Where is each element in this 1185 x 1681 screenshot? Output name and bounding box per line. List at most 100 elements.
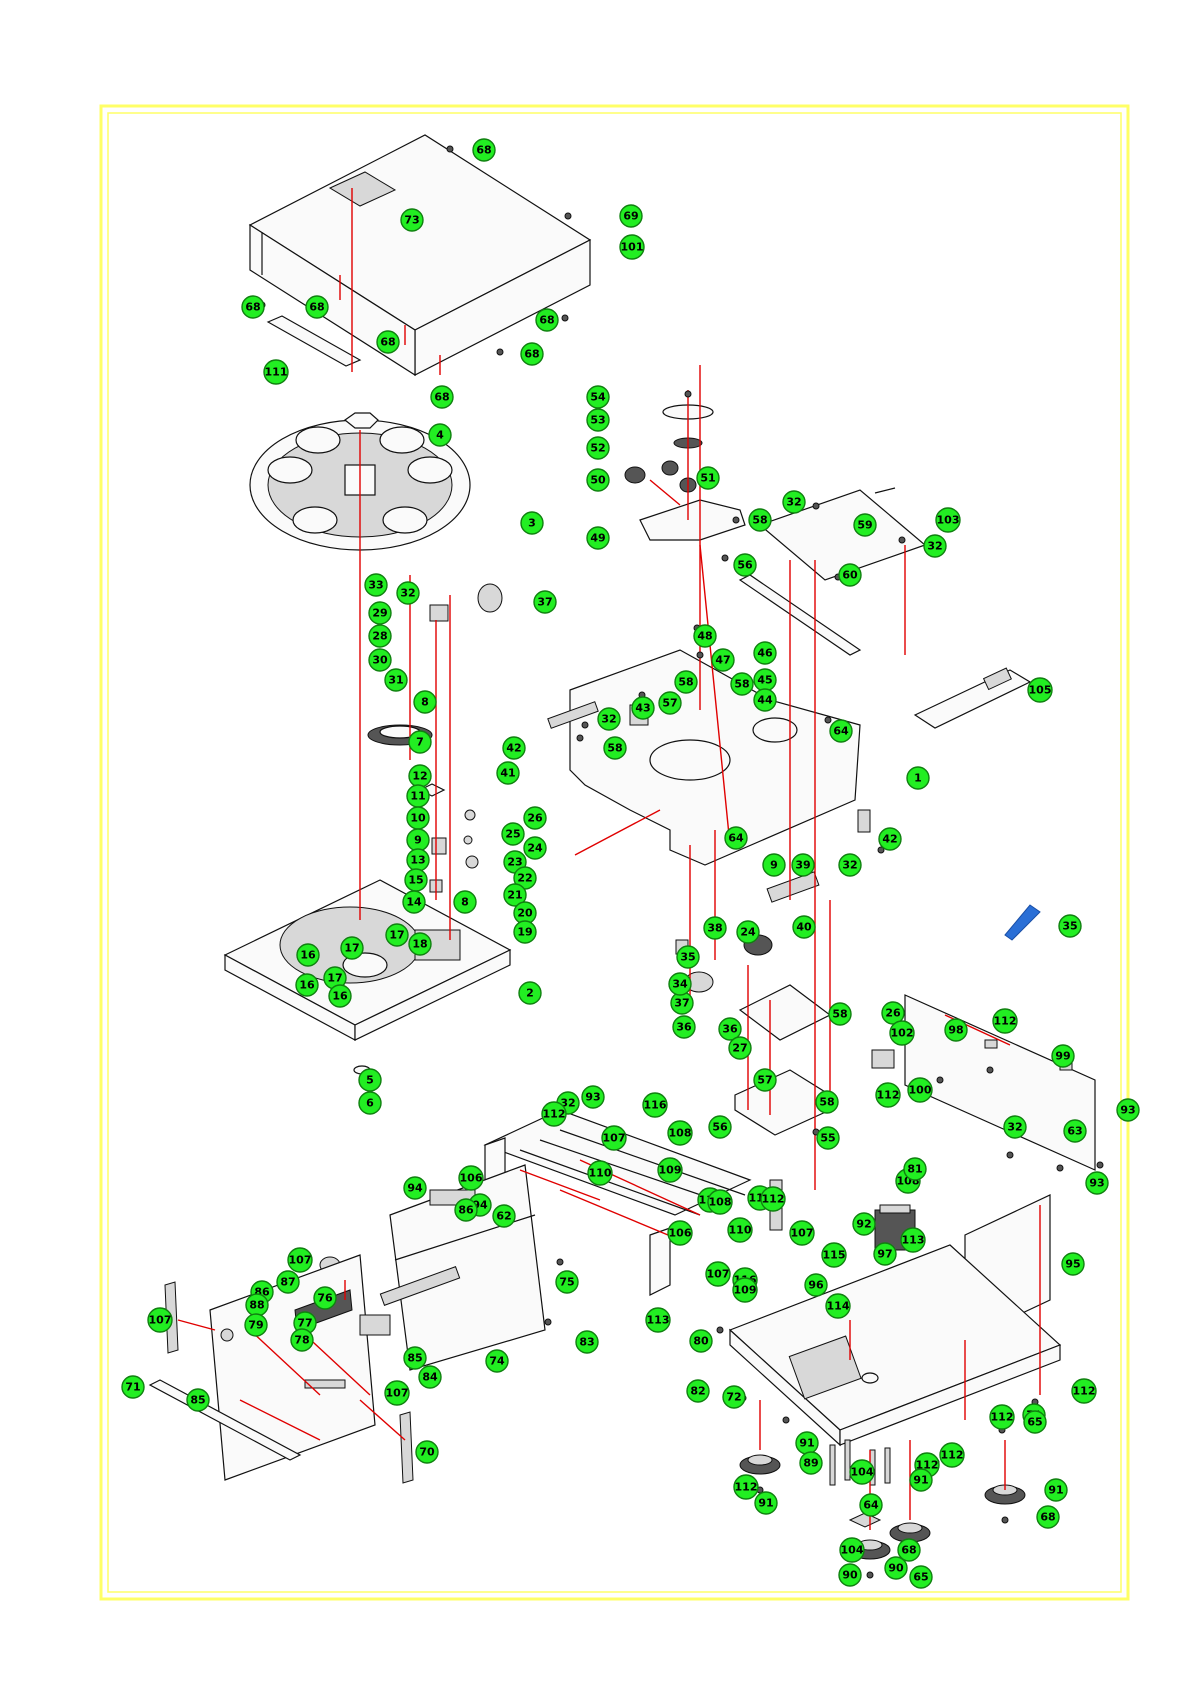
balloon-circle bbox=[909, 1565, 933, 1589]
balloon-circle bbox=[368, 601, 392, 625]
balloon-77: 77 bbox=[293, 1311, 317, 1335]
balloon-label: 101 bbox=[621, 241, 644, 254]
balloon-55: 55 bbox=[816, 1126, 840, 1150]
balloon-31: 31 bbox=[384, 668, 408, 692]
balloon-37: 37 bbox=[670, 991, 694, 1015]
balloon-circle bbox=[1003, 1115, 1027, 1139]
balloon-51: 51 bbox=[696, 466, 720, 490]
balloon-102: 102 bbox=[889, 1020, 915, 1046]
balloon-label: 104 bbox=[851, 1466, 874, 1479]
balloon-label: 35 bbox=[680, 951, 695, 964]
balloon-circle bbox=[760, 1186, 786, 1212]
balloon-circle bbox=[241, 295, 265, 319]
balloon-circle bbox=[601, 1125, 627, 1151]
balloon-circle bbox=[340, 936, 364, 960]
balloon-label: 49 bbox=[590, 532, 605, 545]
balloon-label: 111 bbox=[265, 366, 288, 379]
balloon-label: 32 bbox=[400, 587, 415, 600]
balloon-circle bbox=[121, 1375, 145, 1399]
balloon-35: 35 bbox=[1058, 914, 1082, 938]
balloon-107: 107 bbox=[789, 1220, 815, 1246]
balloon-circle bbox=[403, 1176, 427, 1200]
balloon-circle bbox=[722, 1385, 746, 1409]
balloon-label: 3 bbox=[528, 517, 536, 530]
balloon-17: 17 bbox=[385, 923, 409, 947]
balloon-circle bbox=[415, 1440, 439, 1464]
balloon-label: 1 bbox=[914, 772, 922, 785]
balloon-label: 64 bbox=[728, 832, 744, 845]
balloon-110: 110 bbox=[727, 1217, 753, 1243]
balloon-label: 64 bbox=[863, 1499, 879, 1512]
balloon-91: 91 bbox=[1044, 1478, 1068, 1502]
balloon-circle bbox=[674, 670, 698, 694]
balloon-label: 84 bbox=[422, 1371, 438, 1384]
balloon-circle bbox=[385, 923, 409, 947]
balloon-circle bbox=[376, 330, 400, 354]
balloon-12: 12 bbox=[408, 764, 432, 788]
balloon-label: 60 bbox=[842, 569, 858, 582]
balloon-34: 34 bbox=[668, 972, 692, 996]
balloon-80: 80 bbox=[689, 1329, 713, 1353]
balloon-circle bbox=[884, 1556, 908, 1580]
balloon-68: 68 bbox=[305, 295, 329, 319]
balloon-label: 112 bbox=[877, 1089, 900, 1102]
balloon-label: 65 bbox=[913, 1571, 928, 1584]
balloon-101: 101 bbox=[619, 234, 645, 260]
balloon-113: 113 bbox=[900, 1227, 926, 1253]
balloon-circle bbox=[730, 672, 754, 696]
balloon-circle bbox=[454, 1198, 478, 1222]
balloon-label: 87 bbox=[280, 1276, 295, 1289]
balloon-57: 57 bbox=[753, 1068, 777, 1092]
balloon-14: 14 bbox=[402, 890, 426, 914]
balloon-circle bbox=[849, 1459, 875, 1485]
balloon-circle bbox=[903, 1157, 927, 1181]
balloon-label: 58 bbox=[734, 678, 749, 691]
balloon-112: 112 bbox=[760, 1186, 786, 1212]
balloon-4: 4 bbox=[428, 423, 452, 447]
balloon-57: 57 bbox=[658, 691, 682, 715]
balloon-44: 44 bbox=[753, 688, 777, 712]
balloon-label: 55 bbox=[820, 1132, 835, 1145]
balloon-circle bbox=[631, 696, 655, 720]
balloon-circle bbox=[1051, 1044, 1075, 1068]
balloon-circle bbox=[244, 1313, 268, 1337]
balloon-15: 15 bbox=[404, 868, 428, 892]
balloon-26: 26 bbox=[881, 1001, 905, 1025]
balloon-circle bbox=[523, 806, 547, 830]
balloon-circle bbox=[838, 853, 862, 877]
balloon-circle bbox=[859, 1493, 883, 1517]
balloon-94: 94 bbox=[403, 1176, 427, 1200]
balloon-label: 95 bbox=[1065, 1258, 1080, 1271]
balloon-label: 9 bbox=[770, 859, 778, 872]
balloon-label: 30 bbox=[372, 654, 388, 667]
balloon-39: 39 bbox=[791, 853, 815, 877]
balloon-17: 17 bbox=[323, 966, 347, 990]
balloon-62: 62 bbox=[492, 1204, 516, 1228]
balloon-40: 40 bbox=[792, 915, 816, 939]
balloon-label: 86 bbox=[458, 1204, 474, 1217]
balloon-label: 106 bbox=[669, 1227, 692, 1240]
balloon-109: 109 bbox=[657, 1157, 683, 1183]
balloon-16: 16 bbox=[328, 984, 352, 1008]
balloon-107: 107 bbox=[384, 1380, 410, 1406]
balloon-circle bbox=[384, 668, 408, 692]
balloon-label: 2 bbox=[526, 987, 534, 1000]
balloon-circle bbox=[829, 719, 853, 743]
balloon-circle bbox=[992, 1008, 1018, 1034]
balloon-68: 68 bbox=[897, 1538, 921, 1562]
balloon-79: 79 bbox=[244, 1313, 268, 1337]
balloon-label: 112 bbox=[762, 1193, 785, 1206]
balloon-label: 20 bbox=[517, 907, 533, 920]
balloon-label: 58 bbox=[832, 1008, 847, 1021]
balloon-circle bbox=[358, 1091, 382, 1115]
balloon-74: 74 bbox=[485, 1349, 509, 1373]
balloon-label: 28 bbox=[372, 630, 387, 643]
balloon-label: 57 bbox=[662, 697, 677, 710]
balloon-label: 34 bbox=[672, 978, 688, 991]
balloon-75: 75 bbox=[555, 1270, 579, 1294]
balloon-19: 19 bbox=[513, 920, 537, 944]
balloon-circle bbox=[897, 1538, 921, 1562]
balloon-68: 68 bbox=[241, 295, 265, 319]
balloon-58: 58 bbox=[815, 1090, 839, 1114]
